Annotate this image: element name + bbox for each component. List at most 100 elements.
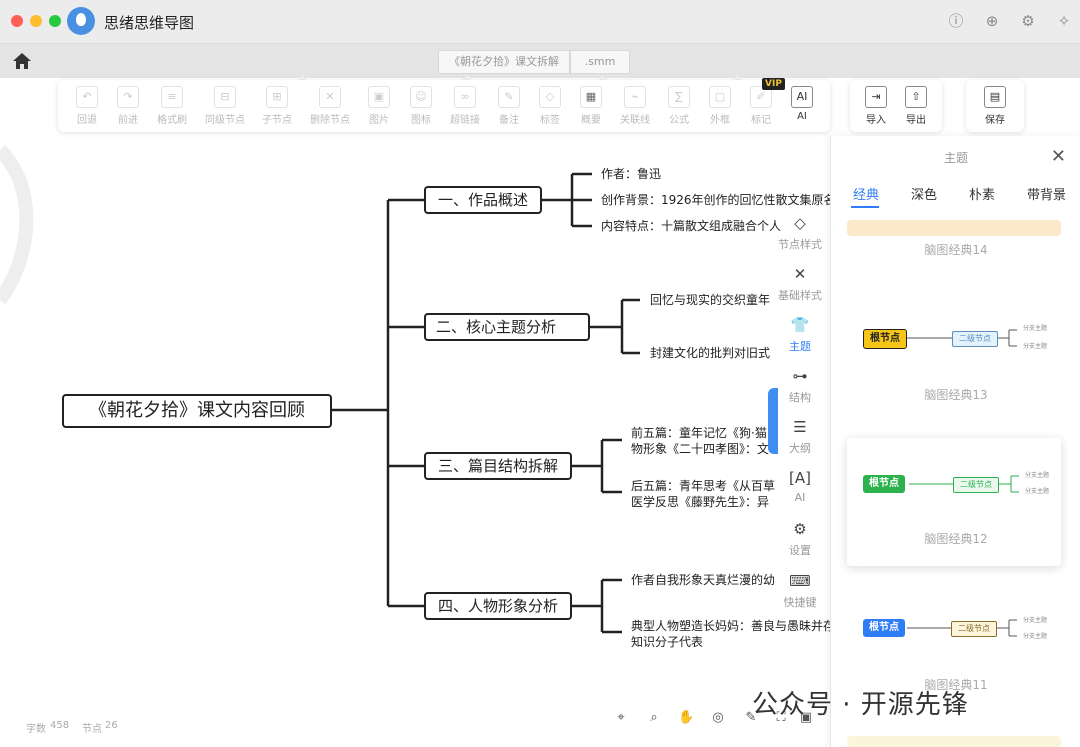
theme-card-14[interactable]	[847, 220, 1061, 236]
sidebar-item-outline[interactable]: ☰大纲	[778, 418, 822, 456]
sibling-node-button[interactable]: ⊟同级节点	[205, 86, 245, 126]
fit-screen-icon[interactable]: ⛶	[776, 710, 786, 725]
association-line-icon: ⌁	[624, 86, 646, 108]
tag-button[interactable]: ◇标签	[530, 86, 570, 126]
leaf-typical-characters[interactable]: 典型人物塑造长妈妈：善良与愚昧并存 知识分子代表	[631, 619, 836, 649]
panel-title: 主题	[943, 151, 968, 165]
close-icon[interactable]: ✕	[1050, 146, 1066, 167]
ai-icon: [A]	[789, 469, 811, 487]
info-icon[interactable]: ⓘ	[948, 12, 964, 30]
format-painter-button[interactable]: ≡格式刷	[152, 86, 192, 126]
tab-background[interactable]: 带背景	[1027, 188, 1067, 203]
sidebar-item-base-style[interactable]: ✕基础样式	[778, 265, 822, 302]
summary-button[interactable]: ▦概要	[571, 86, 611, 126]
edit-toolbar: ↶回退 ↷前进 ≡格式刷 ⊟同级节点 ⊞子节点 ✕删除节点 ▣图片 ☺图标 ∞超…	[58, 80, 830, 132]
formula-button[interactable]: ∑公式	[659, 86, 699, 126]
association-line-button[interactable]: ⌁关联线	[615, 86, 655, 126]
branch-node-3[interactable]: 三、篇目结构拆解	[424, 452, 572, 480]
import-export-toolbar: ⇥导入 ⇧导出	[850, 80, 942, 132]
mini-leaf-node: 分支主题	[1023, 617, 1048, 624]
icon-button[interactable]: ☺图标	[401, 86, 441, 126]
mini-root-node: 根节点	[863, 619, 905, 637]
hyperlink-button[interactable]: ∞超链接	[445, 86, 485, 126]
theme-card-12[interactable]: 根节点 二级节点 分支主题 分支主题 脑图经典12	[847, 438, 1061, 566]
formula-icon: ∑	[668, 86, 690, 108]
leaf-first-five[interactable]: 前五篇：童年记忆《狗·猫 物形象《二十四孝图》：文	[631, 426, 770, 456]
minimize-window-button[interactable]	[30, 15, 42, 27]
edit-icon[interactable]: ✎	[745, 710, 757, 725]
leaf-self-image[interactable]: 作者自我形象天真烂漫的幼	[631, 573, 776, 587]
zoom-icon[interactable]: ⊕	[985, 12, 999, 30]
tab-simple[interactable]: 朴素	[969, 188, 996, 203]
root-node[interactable]: 《朝花夕拾》课文内容回顾	[62, 394, 332, 428]
word-count-label: 字数	[26, 724, 46, 735]
shirt-icon: 👕	[790, 316, 810, 334]
theme-name-12: 脑图经典12	[924, 532, 988, 546]
leaf-features[interactable]: 内容特点：十篇散文组成融合个人	[601, 219, 782, 233]
image-button[interactable]: ▣图片	[359, 86, 399, 126]
sidebar-item-theme[interactable]: 👕主题	[778, 316, 822, 354]
tab-classic[interactable]: 经典	[853, 188, 880, 203]
leaf-feudal-critique[interactable]: 封建文化的批判对旧式	[650, 346, 771, 360]
leaf-background[interactable]: 创作背景：1926年创作的回忆性散文集原名	[601, 193, 836, 207]
branch-node-2[interactable]: 二、核心主题分析	[424, 313, 590, 341]
structure-icon: ⊶	[792, 367, 808, 385]
locate-icon[interactable]: ⌖	[617, 710, 625, 725]
branch-node-1[interactable]: 一、作品概述	[424, 186, 542, 214]
leaf-author[interactable]: 作者：鲁迅	[601, 167, 662, 181]
note-icon: ✎	[498, 86, 520, 108]
maximize-window-button[interactable]	[49, 15, 61, 27]
mark-button[interactable]: ✐标记	[741, 86, 781, 126]
sidebar-item-shortcuts[interactable]: ⌨快捷键	[778, 572, 822, 610]
settings-icon[interactable]: ⚙	[1021, 12, 1035, 30]
child-node-button[interactable]: ⊞子节点	[257, 86, 297, 126]
theme-card-10[interactable]	[847, 736, 1061, 747]
title-bar: 思绪思维导图 ⓘ ⊕ ⚙ ✧	[0, 0, 1080, 44]
compass-icon[interactable]: ◎	[712, 710, 724, 725]
summary-icon: ▦	[580, 86, 602, 108]
mini-leaf-node: 分支主题	[1023, 325, 1048, 332]
save-button[interactable]: ▤保存	[975, 86, 1015, 126]
file-tab[interactable]: 《朝花夕拾》课文拆解	[438, 50, 570, 74]
gear-icon: ⚙	[793, 520, 807, 538]
leaf-memory-reality[interactable]: 回忆与现实的交织童年	[650, 293, 771, 307]
close-window-button[interactable]	[11, 15, 23, 27]
mini-sub-node: 二级节点	[951, 621, 997, 637]
outer-frame-button[interactable]: ▢外框	[700, 86, 740, 126]
tag-icon: ◇	[539, 86, 561, 108]
leaf-last-five[interactable]: 后五篇：青年思考《从百草 医学反思《藤野先生》：异	[631, 479, 776, 509]
hand-icon[interactable]: ✋	[678, 710, 695, 725]
file-extension: .smm	[570, 50, 630, 74]
branch-node-4[interactable]: 四、人物形象分析	[424, 592, 572, 620]
image-icon: ▣	[368, 86, 390, 108]
import-button[interactable]: ⇥导入	[856, 86, 896, 126]
pin-icon[interactable]: ✧	[1057, 12, 1071, 30]
undo-button[interactable]: ↶回退	[67, 86, 107, 126]
watermark: 公众号 · 开源先锋	[752, 690, 969, 720]
tools-icon: ✕	[793, 265, 807, 283]
sidebar-item-node-style[interactable]: ◇节点样式	[778, 214, 822, 251]
theme-card-11[interactable]: 根节点 二级节点 分支主题 分支主题	[847, 596, 1061, 676]
theme-preview-lines	[907, 329, 1017, 347]
theme-name-14: 脑图经典14	[924, 243, 988, 257]
export-button[interactable]: ⇧导出	[896, 86, 936, 126]
redo-button[interactable]: ↷前进	[108, 86, 148, 126]
home-icon[interactable]	[12, 52, 32, 70]
frame-icon: ▢	[709, 86, 731, 108]
sidebar-item-ai[interactable]: [A]AI	[778, 469, 822, 504]
sidebar-handle[interactable]	[768, 388, 778, 454]
mini-leaf-node: 分支主题	[1025, 472, 1050, 479]
mini-root-node: 根节点	[863, 329, 907, 349]
note-button[interactable]: ✎备注	[489, 86, 529, 126]
theme-card-13[interactable]: 根节点 二级节点 分支主题 分支主题	[847, 286, 1061, 386]
tab-dark[interactable]: 深色	[911, 188, 938, 203]
search-icon[interactable]: ⌕	[650, 710, 658, 725]
fullscreen-icon[interactable]: ▣	[799, 710, 813, 725]
sidebar-item-settings[interactable]: ⚙设置	[778, 520, 822, 558]
vip-badge: VIP	[762, 78, 785, 90]
theme-preview-lines	[907, 619, 1017, 637]
sidebar-item-structure[interactable]: ⊶结构	[778, 367, 822, 405]
delete-node-button[interactable]: ✕删除节点	[310, 86, 350, 126]
smiley-icon: ☺	[410, 86, 432, 108]
